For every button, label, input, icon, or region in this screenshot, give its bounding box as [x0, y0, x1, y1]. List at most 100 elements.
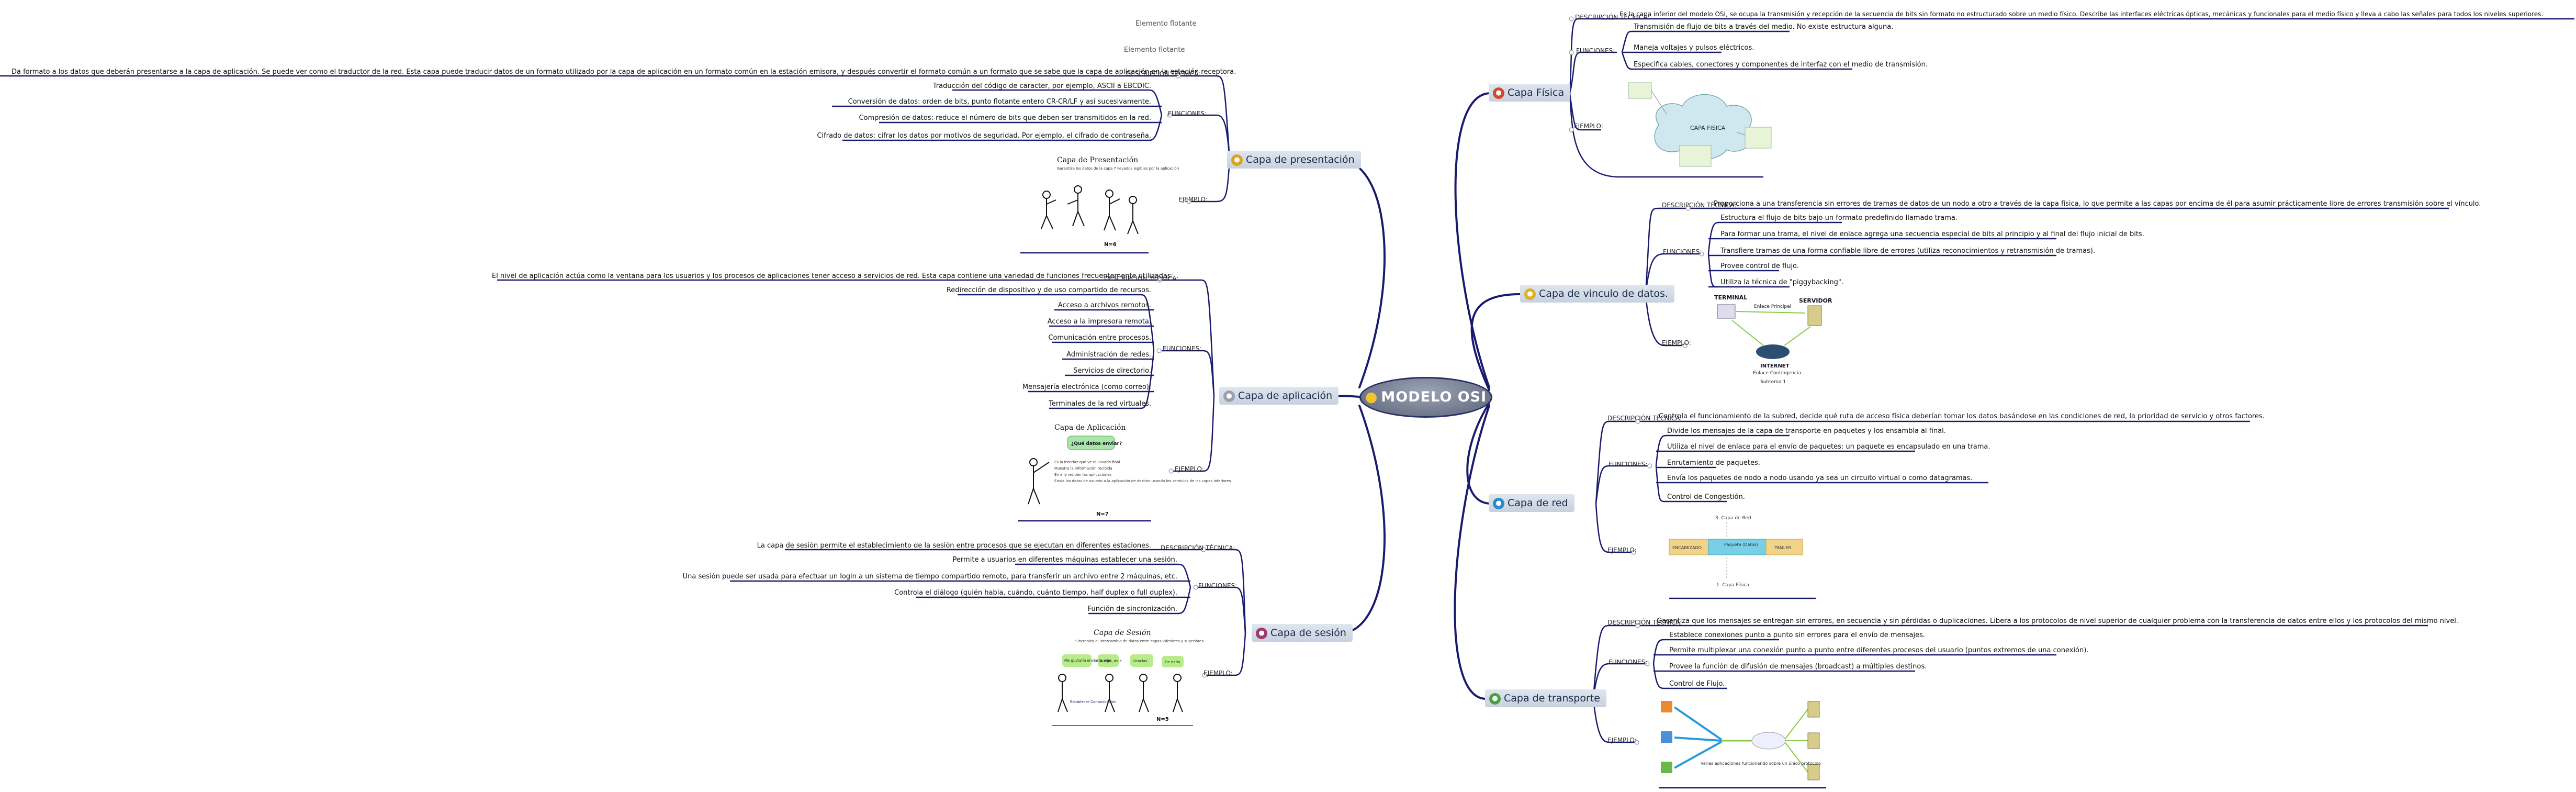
sesion-func-3: Controla el diálogo (quién habla, cuándo… — [894, 589, 1177, 597]
red-example-image: 3. Capa de Red ENCABEZADO Paquete (Datos… — [1669, 513, 1810, 597]
enlace-func-label: FUNCIONES: — [1663, 248, 1702, 255]
transporte-example-caption: Varias aplicaciones funcionando sobre un… — [1701, 761, 1821, 766]
topic-capa-enlace[interactable]: ●Capa de vinculo de datos. — [1520, 285, 1674, 303]
red-example-top: 3. Capa de Red — [1715, 516, 1751, 521]
transporte-desc-label: DESCRIPCIÓN TÉCNICA: — [1607, 619, 1682, 626]
aplicacion-example-title: Capa de Aplicación — [1054, 423, 1126, 432]
sesion-bubble-2: Bueno, dale — [1100, 659, 1122, 663]
fisica-func-3: Especifica cables, conectores y componen… — [1634, 61, 1928, 69]
branch-transporte — [1454, 405, 1490, 700]
topic-icon: ● — [1493, 87, 1504, 99]
fisica-desc-label: DESCRIPCIÓN TÉCNICA: — [1575, 14, 1650, 21]
presentacion-desc-text: Da formato a los datos que deberán prese… — [12, 68, 1236, 76]
fisica-func-2: Maneja voltajes y pulsos eléctricos. — [1634, 44, 1754, 52]
presentacion-desc-label: DESCRIPCIÓN TÉCNICA: — [1126, 70, 1201, 77]
terminal-label: TERMINAL — [1714, 294, 1747, 301]
branch-sesion — [1338, 405, 1386, 634]
sesion-desc-label: DESCRIPCIÓN TÉCNICA: — [1161, 544, 1235, 552]
topic-icon: ● — [1231, 154, 1243, 166]
topic-capa-presentacion[interactable]: ●Capa de presentación — [1227, 151, 1361, 169]
red-func-3: Enrutamiento de paquetes. — [1667, 459, 1760, 467]
aplicacion-bullet-2: Muestra la información recibida — [1054, 466, 1112, 471]
red-func-4: Envía los paquetes de nodo a nodo usando… — [1667, 474, 1973, 482]
central-topic[interactable]: ●MODELO OSI — [1359, 377, 1492, 418]
aplicacion-func-2: Acceso a archivos remotos. — [1058, 302, 1151, 309]
aplicacion-bullet-3: En ella residen las aplicaciones — [1054, 473, 1112, 477]
red-func-2: Utiliza el nivel de enlace para el envío… — [1667, 443, 1990, 451]
sesion-func-4: Función de sincronización. — [1087, 605, 1177, 613]
sesion-example-title: Capa de Sesión — [1094, 629, 1151, 637]
topic-label: Capa de sesión — [1270, 627, 1346, 639]
floating-element-1[interactable]: Elemento flotante — [1135, 20, 1197, 28]
branch-fisica — [1454, 92, 1491, 388]
transporte-example-image: Varias aplicaciones funcionando sobre un… — [1659, 699, 1826, 787]
topic-label: Capa de red — [1508, 497, 1568, 509]
topic-capa-red[interactable]: ●Capa de red — [1489, 494, 1574, 512]
fisica-func-label: FUNCIONES: — [1576, 47, 1615, 54]
enlace-example-image: TERMINAL SERVIDOR Enlace Principal INTER… — [1711, 293, 1842, 393]
sesion-example-sub: Sincroniza el intercambio de datos entre… — [1075, 639, 1203, 643]
sesion-example-num: N=5 — [1156, 717, 1169, 722]
fisica-desc-text: Es la capa inferior del modelo OSI, se o… — [1619, 10, 2544, 18]
transporte-ex-label: EJEMPLO: — [1607, 737, 1637, 744]
presentacion-func-label: FUNCIONES: — [1168, 110, 1207, 117]
presentacion-example-sub: Garantiza los datos de la capa 7 llevado… — [1057, 166, 1179, 171]
topic-capa-sesion[interactable]: ●Capa de sesión — [1252, 624, 1353, 642]
fisica-ex-label: EJEMPLO: — [1574, 122, 1603, 130]
aplicacion-ex-label: EJEMPLO: — [1175, 465, 1204, 473]
topic-label: Capa de vinculo de datos. — [1539, 288, 1668, 299]
transporte-func-4: Control de Flujo. — [1669, 680, 1725, 688]
aplicacion-desc-text: El nivel de aplicación actúa como la ven… — [492, 272, 1173, 280]
enlace-func-5: Utiliza la técnica de "piggybacking". — [1720, 278, 1843, 286]
aplicacion-func-1: Redirección de dispositivo y de uso comp… — [946, 286, 1151, 294]
transporte-func-2: Permite multiplexar una conexión punto a… — [1669, 646, 2089, 654]
topic-icon: ● — [1256, 627, 1267, 639]
fisica-example-image: CAPA FISICA — [1627, 77, 1779, 169]
sesion-bubble-5: Establecer Comunicación — [1070, 700, 1117, 704]
sesion-func-label: FUNCIONES: — [1198, 582, 1238, 589]
transporte-func-3: Provee la función de difusión de mensaje… — [1669, 663, 1927, 671]
branch-presentacion — [1338, 159, 1386, 388]
enlace-desc-text: Proporciona a una transferencia sin erro… — [1714, 200, 2481, 208]
floating-element-2[interactable]: Elemento flotante — [1124, 46, 1185, 54]
presentacion-func-1: Traducción del código de caracter, por e… — [932, 82, 1151, 90]
red-desc-text: Controla el funcionamiento de la subred,… — [1659, 412, 2265, 420]
fisica-func-1: Transmisión de flujo de bits a través de… — [1634, 23, 1894, 31]
enlace-func-2: Para formar una trama, el nivel de enlac… — [1720, 230, 2144, 238]
red-example-header: ENCABEZADO — [1672, 545, 1702, 550]
red-func-label: FUNCIONES: — [1608, 461, 1648, 468]
lightbulb-icon: ● — [1365, 389, 1378, 405]
aplicacion-func-5: Administración de redes. — [1066, 351, 1151, 359]
fisica-cloud-label: CAPA FISICA — [1690, 125, 1726, 131]
topic-capa-transporte[interactable]: ●Capa de transporte — [1485, 689, 1606, 707]
topic-capa-aplicacion[interactable]: ●Capa de aplicación — [1219, 387, 1339, 405]
sesion-bubble-3: Gracias — [1133, 659, 1148, 663]
enlace-func-4: Provee control de flujo. — [1720, 262, 1799, 270]
topic-label: Capa de transporte — [1504, 693, 1600, 704]
topic-capa-fisica[interactable]: ●Capa Física — [1489, 84, 1571, 102]
sesion-bubble-1: Me gustaría enviarte algo — [1064, 659, 1111, 663]
red-desc-label: DESCRIPCIÓN TÉCNICA: — [1607, 415, 1682, 422]
servidor-label: SERVIDOR — [1799, 297, 1832, 304]
red-example-bottom: 1. Capa Física — [1716, 583, 1749, 588]
aplicacion-func-7: Mensajería electrónica (como correo). — [1022, 383, 1151, 391]
aplicacion-func-8: Terminales de la red virtuales. — [1049, 400, 1151, 408]
presentacion-example-num: N=6 — [1104, 242, 1117, 248]
topic-icon: ● — [1524, 288, 1536, 300]
aplicacion-func-6: Servicios de directorio. — [1073, 367, 1151, 375]
enlace-desc-label: DESCRIPCIÓN TÉCNICA: — [1662, 202, 1737, 209]
presentacion-ex-label: EJEMPLO: — [1178, 196, 1208, 203]
red-func-5: Control de Congestión. — [1667, 493, 1745, 501]
sesion-func-2: Una sesión puede ser usada para efectuar… — [682, 573, 1177, 581]
red-func-1: Divide los mensajes de la capa de transp… — [1667, 427, 1946, 435]
enlace-contingencia-label: Enlace Contingencia — [1753, 371, 1801, 376]
presentacion-func-3: Compresión de datos: reduce el número de… — [859, 114, 1151, 122]
sesion-ex-label: EJEMPLO: — [1203, 670, 1233, 677]
aplicacion-desc-label: DESCRIPCIÓN TÉCNICA: — [1104, 275, 1179, 282]
sesion-example-image: Capa de Sesión Sincroniza el intercambio… — [1052, 626, 1203, 725]
aplicacion-example-num: N=7 — [1096, 511, 1109, 517]
topic-label: Capa de aplicación — [1238, 390, 1333, 401]
red-ex-label: EJEMPLO: — [1607, 546, 1637, 554]
red-example-trailer: TRAILER — [1773, 545, 1791, 550]
